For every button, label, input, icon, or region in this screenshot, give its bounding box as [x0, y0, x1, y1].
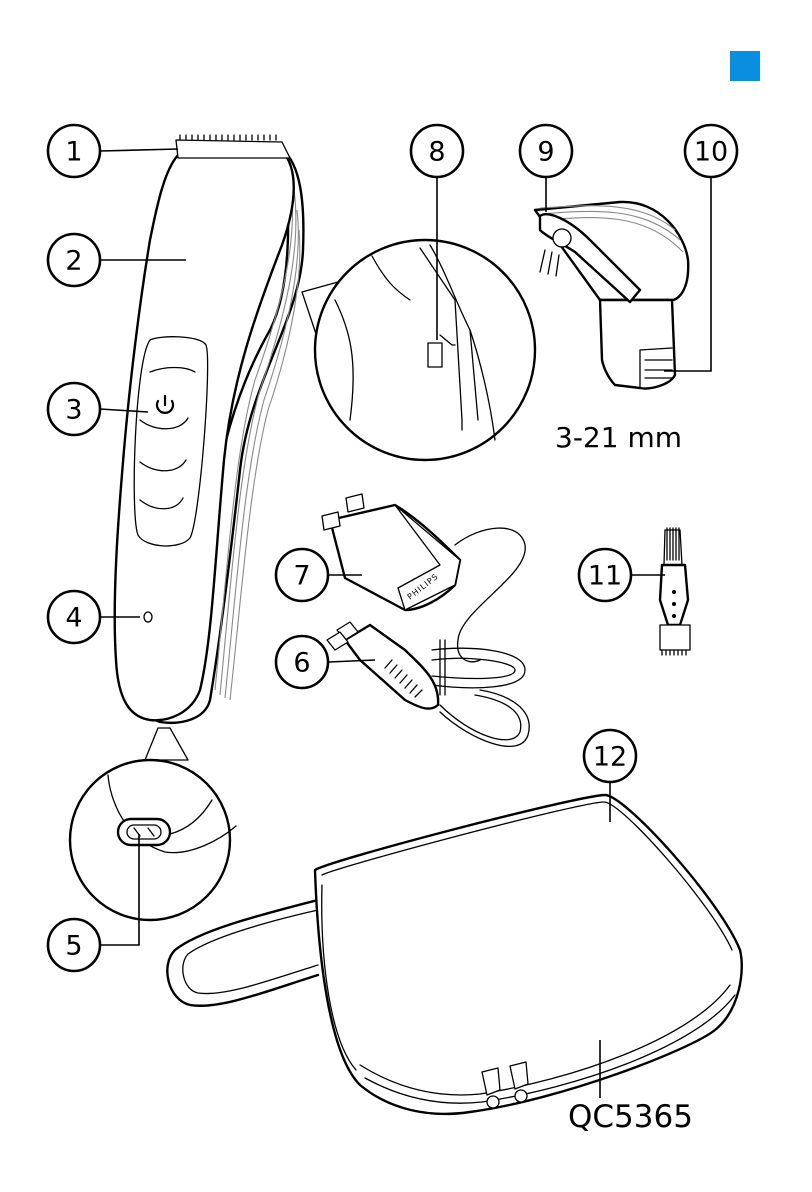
callout-9: 9 [520, 125, 572, 177]
callout-12-number: 12 [593, 742, 627, 773]
travel-pouch [167, 795, 741, 1114]
plug-socket [118, 819, 170, 845]
callout-3-number: 3 [65, 395, 82, 426]
callout-10: 10 [685, 125, 737, 177]
callout-1-number: 1 [65, 137, 82, 168]
socket-zoom [70, 728, 236, 920]
callout-5-number: 5 [65, 931, 82, 962]
model-number: QC5365 [568, 1099, 693, 1135]
clipper-blade [176, 140, 290, 158]
callout-11: 11 [579, 549, 631, 601]
callout-4-number: 4 [65, 603, 82, 634]
callout-2-number: 2 [65, 246, 82, 277]
callout-7-number: 7 [293, 561, 310, 592]
callout-10-number: 10 [694, 137, 728, 168]
callout-12: 12 [584, 730, 636, 782]
callout-4: 4 [48, 591, 100, 643]
callout-9-number: 9 [537, 137, 554, 168]
cleaning-brush [660, 528, 690, 655]
comb-attachment [535, 202, 688, 389]
callout-6: 6 [276, 636, 328, 688]
callout-8: 8 [411, 125, 463, 177]
callout-1: 1 [48, 125, 100, 177]
callout-2: 2 [48, 234, 100, 286]
callout-7: 7 [276, 549, 328, 601]
length-window-zoom [302, 240, 535, 460]
length-window [428, 343, 442, 367]
callout-6-number: 6 [293, 648, 310, 679]
callout-5: 5 [48, 919, 100, 971]
comb-range-label: 3-21 mm [555, 421, 682, 454]
hair-clipper [115, 135, 304, 723]
callout-11-number: 11 [588, 561, 622, 592]
callout-8-number: 8 [428, 137, 445, 168]
callout-3: 3 [48, 383, 100, 435]
small-plug [327, 622, 438, 709]
